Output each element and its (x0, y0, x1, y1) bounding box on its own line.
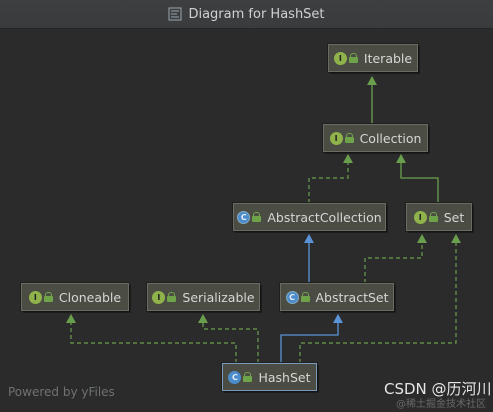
node-label: AbstractSet (315, 289, 389, 305)
node-serializable[interactable]: I Serializable (147, 283, 260, 311)
interface-icon: I (329, 131, 343, 145)
watermark-sub: @稀土掘金技术社区 (396, 399, 486, 410)
public-lock-icon (428, 212, 438, 222)
edge-hashset-serializable (198, 314, 259, 363)
public-lock-icon (243, 372, 253, 382)
node-label: Iterable (363, 50, 413, 66)
edge-set-collection (396, 154, 439, 203)
node-label: Serializable (182, 289, 255, 305)
interface-icon: I (333, 51, 347, 65)
window-title: Diagram for HashSet (188, 6, 325, 22)
node-abstractset[interactable]: C AbstractSet (280, 283, 394, 311)
interface-icon: I (152, 290, 166, 304)
abstract-class-icon: C (285, 290, 299, 304)
diagram-icon (168, 7, 182, 21)
edge-hashset-set (299, 234, 461, 363)
node-label: HashSet (258, 369, 311, 385)
public-lock-icon (348, 53, 358, 63)
title-bar: Diagram for HashSet (0, 0, 493, 29)
interface-icon: I (28, 290, 42, 304)
node-cloneable[interactable]: I Cloneable (21, 283, 129, 311)
edge-abstractcollection-collection (308, 154, 353, 203)
public-lock-icon (344, 133, 354, 143)
edges-layer (66, 76, 461, 363)
node-label: AbstractCollection (267, 209, 382, 225)
public-lock-icon (167, 292, 177, 302)
node-hashset[interactable]: C HashSet (222, 363, 317, 391)
node-label: Set (443, 209, 465, 225)
edge-abstractset-abstractcollection (304, 234, 314, 283)
public-lock-icon (43, 292, 53, 302)
edge-hashset-abstractset (280, 314, 343, 363)
edge-abstractset-set (364, 234, 427, 283)
watermark-main: CSDN @历河川 (384, 380, 492, 398)
node-iterable[interactable]: I Iterable (328, 44, 418, 72)
edge-hashset-cloneable (66, 314, 237, 363)
edge-collection-iterable (367, 76, 377, 123)
public-lock-icon (300, 292, 310, 302)
class-icon: C (228, 370, 242, 384)
node-abstractcollection[interactable]: C AbstractCollection (233, 203, 386, 231)
node-set[interactable]: I Set (406, 203, 472, 231)
abstract-class-icon: C (237, 210, 251, 224)
powered-by-label: Powered by yFiles (8, 385, 115, 399)
node-collection[interactable]: I Collection (323, 124, 428, 152)
node-label: Collection (359, 130, 422, 146)
public-lock-icon (252, 212, 262, 222)
node-label: Cloneable (58, 289, 122, 305)
diagram-canvas[interactable]: I Iterable I Collection C AbstractCollec… (0, 29, 493, 412)
interface-icon: I (413, 210, 427, 224)
